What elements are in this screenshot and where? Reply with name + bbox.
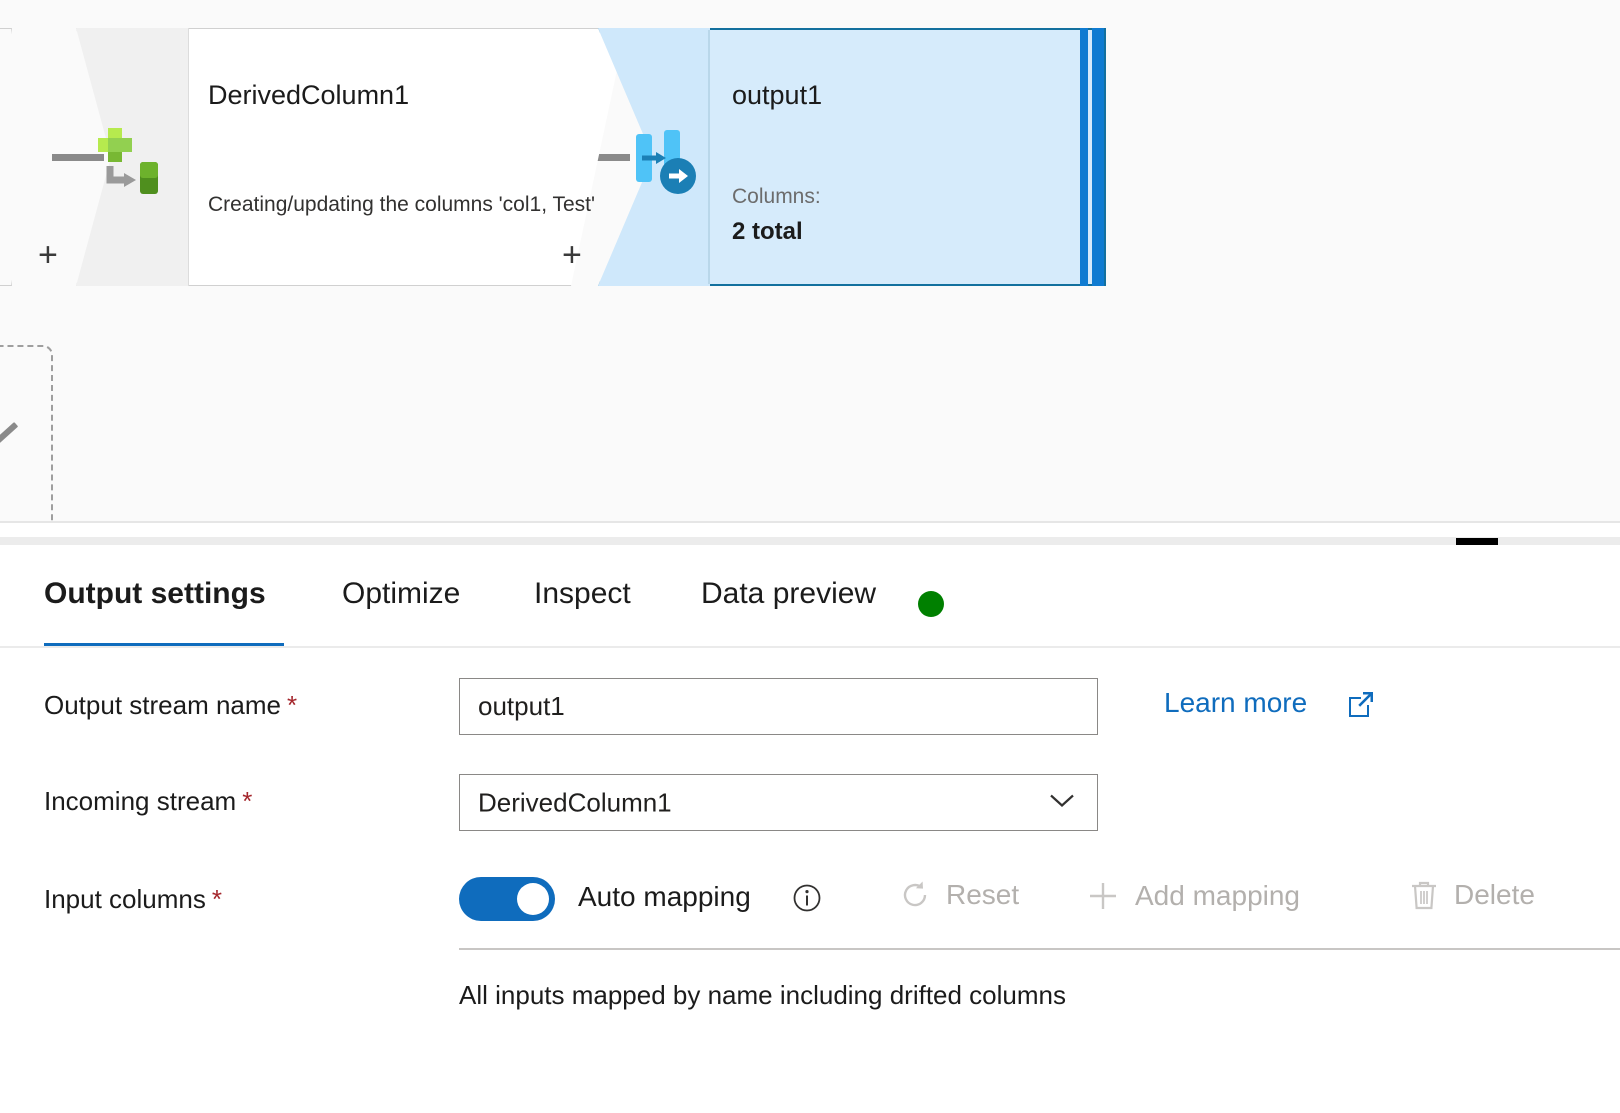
learn-more-link[interactable]: Learn more <box>1164 687 1308 718</box>
auto-mapping-toggle[interactable] <box>459 877 555 921</box>
connector-line-right <box>580 154 630 161</box>
panel-splitter-track[interactable] <box>0 537 1620 545</box>
required-indicator: * <box>287 690 298 720</box>
tab-inspect[interactable]: Inspect <box>534 577 631 610</box>
required-indicator: * <box>211 884 222 914</box>
dataflow-canvas[interactable]: DerivedColumn1 Creating/updating the col… <box>0 0 1620 523</box>
info-icon[interactable] <box>792 883 822 918</box>
external-link-icon[interactable] <box>1345 688 1377 725</box>
upstream-node-stub[interactable] <box>0 28 12 286</box>
label-text: Incoming stream <box>44 786 237 816</box>
label-text: Input columns <box>44 884 206 914</box>
mapping-note: All inputs mapped by name including drif… <box>459 980 1067 1010</box>
reset-mapping-button[interactable]: Reset <box>898 878 1019 912</box>
node-title: DerivedColumn1 <box>208 80 410 110</box>
add-node-plus-left[interactable]: + <box>38 236 58 274</box>
node-title: output1 <box>732 80 823 110</box>
node-strip-divider <box>708 30 710 284</box>
tab-optimize[interactable]: Optimize <box>342 577 461 610</box>
tab-active-underline <box>44 643 284 648</box>
node-strip-divider <box>188 28 189 286</box>
panel-tab-bar: Output settings Optimize Inspect Data pr… <box>0 563 1620 648</box>
refresh-icon <box>898 878 932 912</box>
required-indicator: * <box>242 786 253 816</box>
panel-splitter-grip[interactable] <box>1456 538 1498 545</box>
properties-panel: Output settings Optimize Inspect Data pr… <box>0 545 1620 1113</box>
chevron-down-icon[interactable] <box>1049 792 1075 813</box>
node-columns-label: Columns: <box>732 185 821 208</box>
delete-label: Delete <box>1454 879 1535 910</box>
add-mapping-button[interactable]: Add mapping <box>1085 878 1300 914</box>
label-text: Output stream name <box>44 690 281 720</box>
node-accent-bar-outer <box>1092 28 1104 286</box>
incoming-stream-value: DerivedColumn1 <box>478 787 672 817</box>
node-columns-value: 2 total <box>732 218 803 245</box>
toggle-knob <box>517 883 549 915</box>
output-stream-name-label: Output stream name* <box>44 690 297 721</box>
tab-data-preview[interactable]: Data preview <box>701 577 877 610</box>
node-description: Creating/updating the columns 'col1, Tes… <box>208 193 596 216</box>
plus-icon <box>1085 878 1121 914</box>
mapping-divider <box>459 948 1620 950</box>
input-columns-label: Input columns* <box>44 884 222 915</box>
canvas-bottom-border <box>0 521 1620 523</box>
tab-bar-baseline <box>0 646 1620 648</box>
derived-column-icon <box>90 126 170 196</box>
delete-mapping-button[interactable]: Delete <box>1408 878 1535 912</box>
trash-icon <box>1408 878 1440 912</box>
add-node-plus-right[interactable]: + <box>562 236 582 274</box>
tab-output-settings[interactable]: Output settings <box>44 577 266 610</box>
add-mapping-label: Add mapping <box>1135 880 1301 911</box>
node-accent-bar-inner <box>1080 28 1088 286</box>
auto-mapping-label: Auto mapping <box>578 881 751 912</box>
incoming-stream-dropdown[interactable]: DerivedColumn1 <box>459 774 1098 831</box>
output-stream-name-input[interactable] <box>459 678 1098 735</box>
reset-label: Reset <box>946 879 1020 910</box>
node-derived-column1[interactable]: DerivedColumn1 Creating/updating the col… <box>76 28 626 286</box>
sink-output-icon <box>634 128 710 200</box>
canvas-placeholder-dashed-box <box>0 345 53 523</box>
incoming-stream-label: Incoming stream* <box>44 786 252 817</box>
node-output1[interactable]: output1 Columns: 2 total <box>598 28 1106 286</box>
connector-line-left <box>52 154 104 161</box>
data-preview-status-dot <box>918 591 944 617</box>
